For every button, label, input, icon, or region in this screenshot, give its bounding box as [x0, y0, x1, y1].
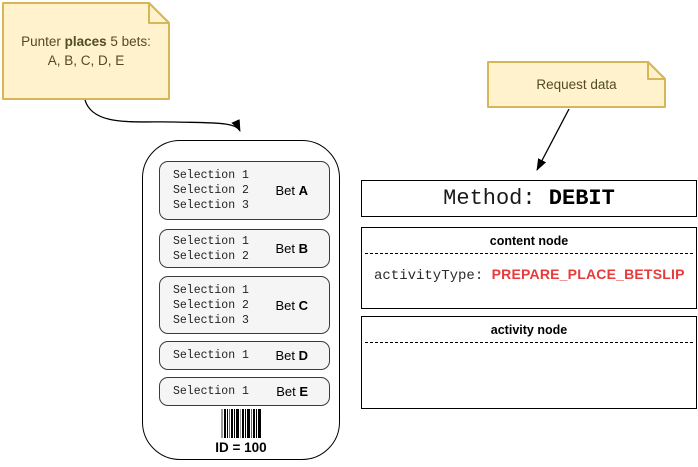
dashed-divider [365, 342, 693, 343]
content-node-title: content node [489, 234, 569, 248]
bet-e-selections: Selection 1 [173, 385, 249, 398]
arrow-request-to-method [536, 108, 570, 171]
content-node-box: content node activityType: PREPARE_PLACE… [361, 227, 697, 309]
activity-type-value: PREPARE_PLACE_BETSLIP [491, 266, 685, 282]
method-box: Method: DEBIT [361, 180, 697, 217]
activity-type-line: activityType: PREPARE_PLACE_BETSLIP [362, 266, 696, 284]
method-line: Method: DEBIT [443, 186, 615, 211]
note-punter-line2: A, B, C, D, E [47, 53, 125, 68]
method-prefix: Method: [443, 186, 549, 211]
bet-d-selections: Selection 1 [173, 349, 249, 362]
bet-row-e: Selection 1 Bet E [159, 377, 330, 406]
bet-d-label: Bet D [275, 348, 308, 363]
note-punter-places-bets: Punter places 5 bets: A, B, C, D, E [2, 2, 170, 100]
activity-node-title: activity node [490, 323, 568, 337]
activity-node-box: activity node [361, 316, 697, 409]
activity-type-key: activityType: [374, 268, 492, 284]
bet-b-label: Bet B [275, 241, 308, 256]
sticky-note-shape [487, 61, 666, 108]
arrow-punter-to-betslip [84, 99, 241, 132]
betslip-id-label: ID = 100 [215, 440, 267, 455]
bet-row-d: Selection 1 Bet D [159, 341, 330, 370]
bet-a-label: Bet A [275, 183, 308, 198]
note-punter-text: Punter places 5 bets: A, B, C, D, E [2, 2, 170, 100]
method-value: DEBIT [548, 186, 615, 211]
sticky-note-shape [2, 2, 170, 100]
note-request-text: Request data [536, 77, 617, 92]
note-fold-icon [148, 2, 170, 24]
note-request-data: Request data [487, 61, 666, 108]
barcode-icon [221, 409, 261, 438]
note-punter-line1: Punter places 5 bets: [21, 34, 151, 49]
dashed-divider [365, 253, 693, 254]
note-fold-icon [647, 61, 666, 80]
bet-e-label: Bet E [276, 384, 308, 399]
bet-c-label: Bet C [275, 297, 308, 313]
